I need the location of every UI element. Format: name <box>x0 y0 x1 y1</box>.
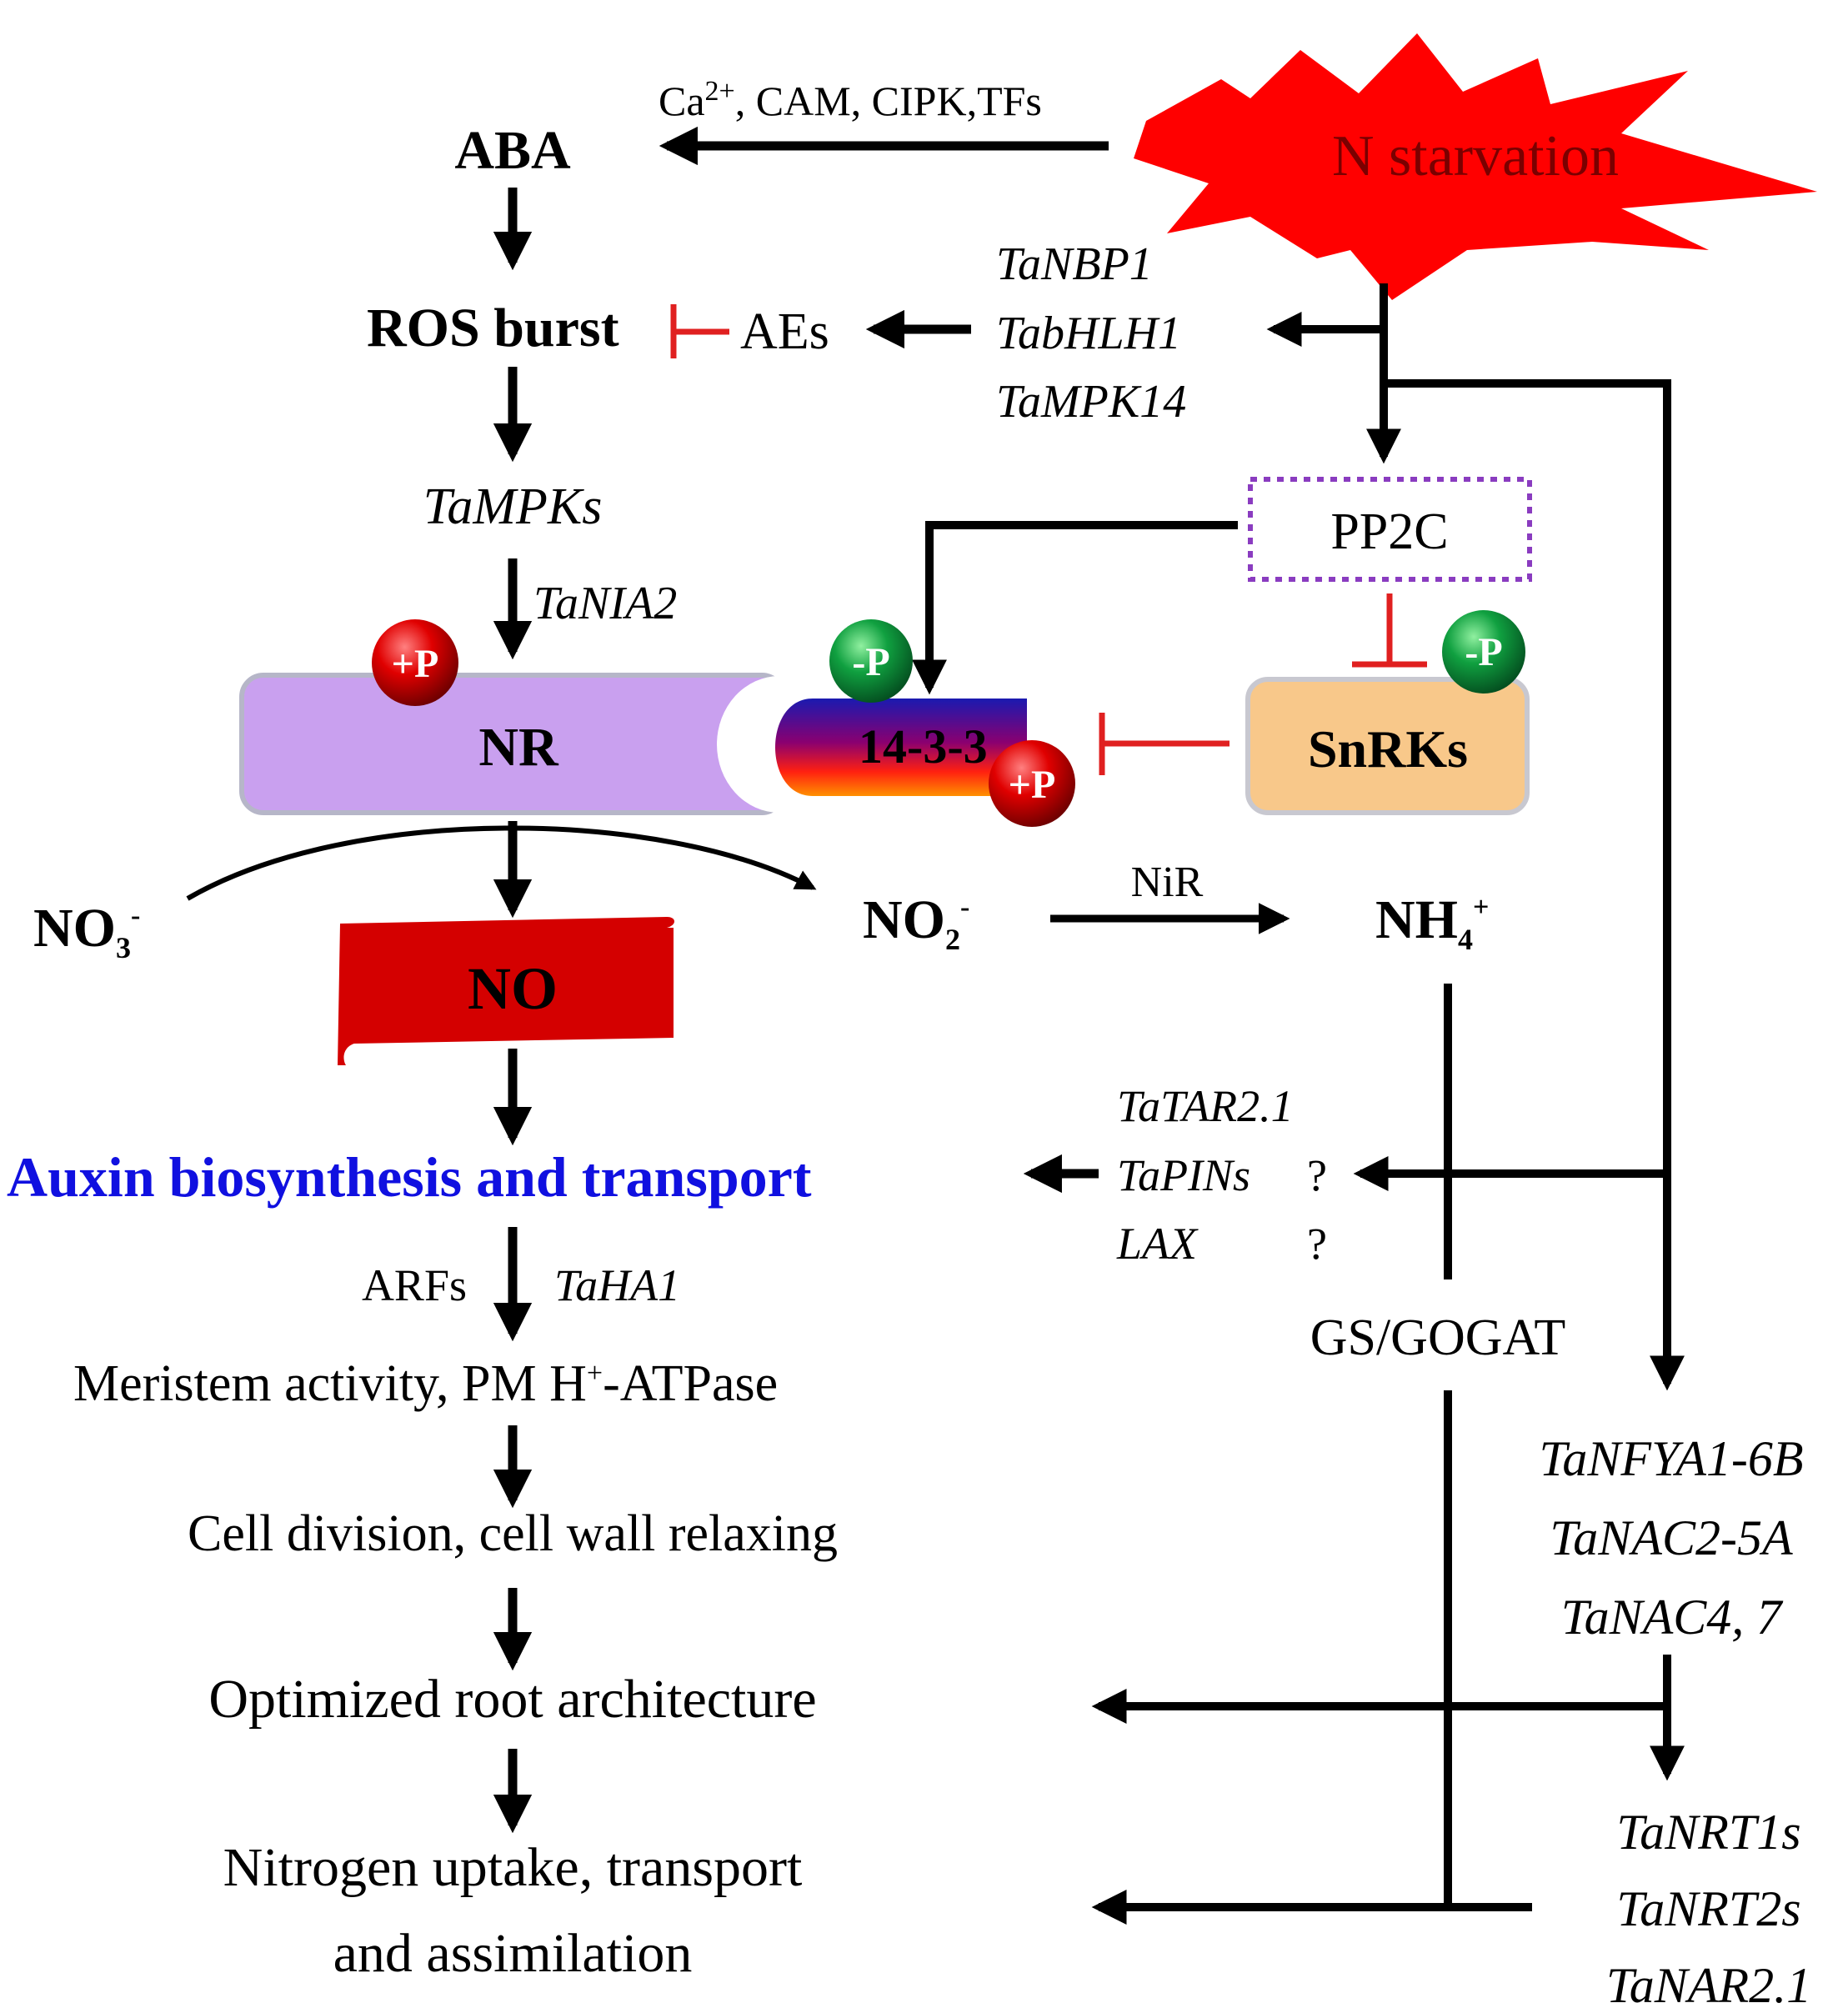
n-uptake-line2: and assimilation <box>333 1923 693 1984</box>
ros-burst-label: ROS burst <box>367 298 619 358</box>
cell-division-label: Cell division, cell wall relaxing <box>188 1505 838 1562</box>
taha1-label: TaHA1 <box>554 1260 680 1310</box>
mediator-rest: , CAM, CIPK,TFs <box>735 78 1042 124</box>
nr-label: NR <box>478 717 559 778</box>
inhibition-pp2c-to-snrks <box>1352 593 1427 668</box>
gene-tabhlh1: TabHLH1 <box>996 308 1181 359</box>
tania2-text: TaNIA2 <box>533 578 677 629</box>
gene-tampk14: TaMPK14 <box>996 376 1186 428</box>
no2-label: NO2- <box>863 889 969 956</box>
phos-plus-14-3-3: +P <box>989 740 1075 827</box>
phos-minus-snrks: -P <box>1442 610 1525 694</box>
nh4-label: NH4+ <box>1375 889 1489 956</box>
phos-plus-nr: +P <box>372 619 458 706</box>
auxin-label: Auxin biosynthesis and transport <box>7 1145 812 1209</box>
auxin-genes-group: TaTAR2.1 TaPINs LAX ? ? <box>1116 1081 1327 1269</box>
gene-tanar2-1: TaNAR2.1 <box>1606 1958 1811 2013</box>
nir-label: NiR <box>1131 859 1204 906</box>
aba-mediators-label: Ca2+, CAM, CIPK,TFs <box>659 76 1042 124</box>
phos-minus-14-3-3: -P <box>829 619 913 703</box>
root-architecture-label: Optimized root architecture <box>208 1669 816 1730</box>
inhibition-aes-to-ros <box>670 304 729 358</box>
arrow-no3-to-no2 <box>186 825 817 901</box>
gene-tanrt2s: TaNRT2s <box>1616 1881 1800 1936</box>
meristem-label: Meristem activity, PM H+-ATPase <box>73 1355 778 1412</box>
no-box: NO <box>338 917 674 1065</box>
transporter-genes-group: TaNRT1s TaNRT2s TaNAR2.1 <box>1606 1805 1811 2013</box>
aba-label: ABA <box>454 120 571 181</box>
aes-label: AEs <box>740 303 829 360</box>
no-label: NO <box>468 955 558 1022</box>
gene-tanac2-5a: TaNAC2-5A <box>1550 1510 1793 1565</box>
nr-complex: NR <box>239 673 842 815</box>
protein-14-3-3-shape <box>775 699 1027 796</box>
gene-tanrt1s: TaNRT1s <box>1616 1805 1800 1860</box>
svg-text:-P: -P <box>1465 630 1502 674</box>
gs-gogat-label: GS/GOGAT <box>1310 1309 1566 1366</box>
arfs-label: ARFs <box>362 1260 467 1310</box>
inhibition-snrks-to-14-3-3 <box>1099 713 1229 775</box>
right-side-long-branch <box>1384 379 1685 1391</box>
mediator-ca: Ca <box>659 78 705 124</box>
gene-tanfya1-6b: TaNFYA1-6B <box>1540 1431 1804 1486</box>
question-mark-tapins: ? <box>1307 1150 1327 1200</box>
mediator-ca-superscript: 2+ <box>705 76 735 107</box>
protein-14-3-3-label: 14-3-3 <box>859 719 988 774</box>
gene-tatar2-1: TaTAR2.1 <box>1117 1081 1294 1131</box>
gene-tanbp1: TaNBP1 <box>996 238 1153 290</box>
no3-label: NO3- <box>33 898 140 964</box>
tania2-label: TaNIA2 <box>533 578 677 629</box>
n-starvation-burst: N starvation <box>1134 33 1817 300</box>
pp2c-box: PP2C <box>1248 477 1532 582</box>
arrow-pp2c-to-14-3-3 <box>912 521 1238 695</box>
gene-lax: LAX <box>1116 1219 1199 1269</box>
gene-tanac4-7: TaNAC4, 7 <box>1561 1590 1785 1645</box>
tf-genes-group: TaNFYA1-6B TaNAC2-5A TaNAC4, 7 <box>1540 1431 1804 1645</box>
svg-text:+P: +P <box>392 642 439 686</box>
no-box-shape <box>338 917 674 1065</box>
pp2c-label: PP2C <box>1330 503 1448 560</box>
protein-14-3-3: 14-3-3 <box>775 699 1027 796</box>
n-uptake-line1: Nitrogen uptake, transport <box>223 1837 803 1898</box>
gene-tapins: TaPINs <box>1117 1150 1250 1200</box>
n-starvation-label: N starvation <box>1332 124 1619 188</box>
svg-text:-P: -P <box>852 640 889 684</box>
starvation-genes-group: TaNBP1 TabHLH1 TaMPK14 <box>996 238 1186 428</box>
snrks-label: SnRKs <box>1308 719 1468 779</box>
question-mark-lax: ? <box>1307 1219 1327 1269</box>
snrks-box: SnRKs <box>1245 677 1530 815</box>
starburst-shape <box>1134 33 1817 300</box>
tampks-label: TaMPKs <box>423 478 603 535</box>
svg-text:+P: +P <box>1009 763 1056 807</box>
